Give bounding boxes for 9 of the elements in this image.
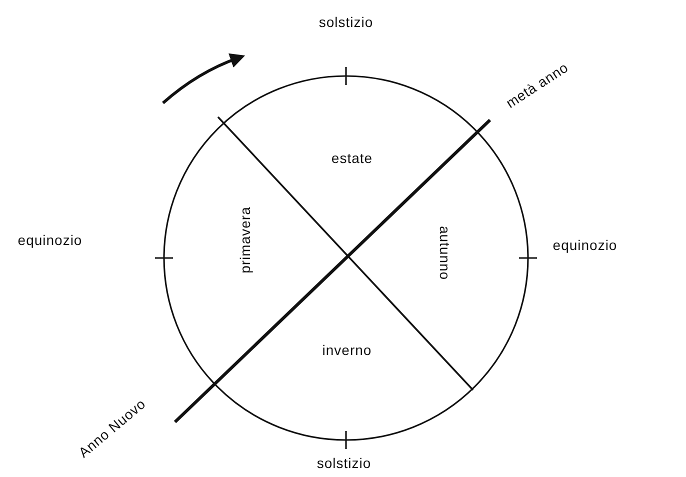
season-label: inverno	[322, 343, 372, 357]
season-point-label: solstizio	[318, 15, 374, 29]
season-point-label: solstizio	[316, 456, 372, 470]
season-label: primavera	[238, 206, 252, 274]
season-label: estate	[331, 151, 373, 165]
season-point-label: equinozio	[18, 233, 82, 247]
season-point-label: equinozio	[552, 238, 618, 252]
axis-end-label: metà anno	[504, 60, 570, 110]
season-label: autunno	[438, 226, 452, 280]
